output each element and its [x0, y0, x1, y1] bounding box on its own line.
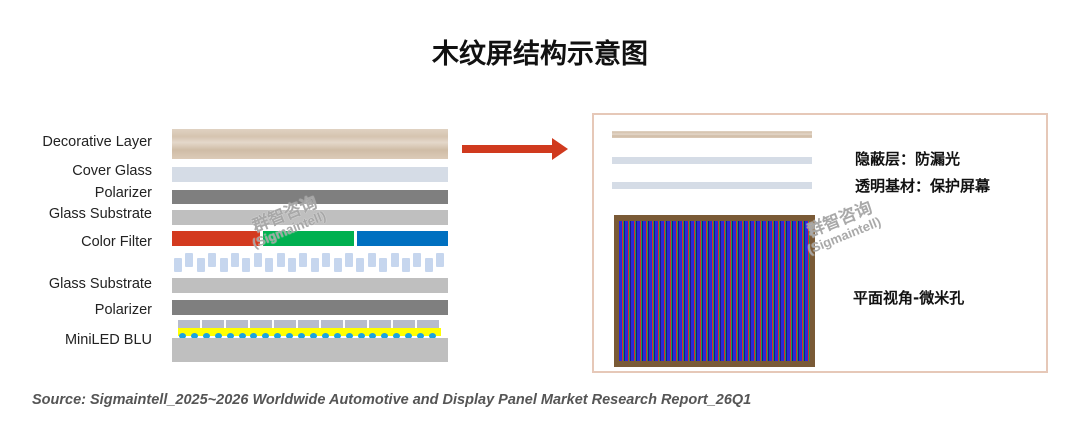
- source-note: Source: Sigmaintell_2025~2026 Worldwide …: [32, 392, 752, 408]
- microhole-plan-view-image: [614, 215, 815, 367]
- diffuser-tile: [393, 320, 418, 328]
- microhole-panel: [592, 113, 1048, 373]
- spacer: [276, 253, 285, 267]
- spacer: [356, 258, 365, 272]
- miniled-chip: [321, 333, 329, 339]
- transparent-substrate-bar-2: [612, 182, 812, 189]
- miniled-chip: [286, 333, 294, 339]
- spacer: [288, 258, 296, 272]
- miniled-chip: [179, 333, 186, 339]
- miniled-chip: [357, 333, 365, 339]
- spacer: [345, 253, 353, 267]
- label-color-filter: Color Filter: [81, 234, 152, 250]
- miniled-chip: [298, 333, 305, 339]
- spacer: [299, 253, 308, 267]
- annotation-transparent-substrate: 透明基材：保护屏幕: [855, 177, 991, 195]
- miniled-chip: [309, 333, 317, 339]
- miniled-chip: [214, 333, 222, 339]
- diffuser-tile: [369, 320, 394, 328]
- color-filter-blue: [357, 231, 448, 246]
- miniled-chip: [190, 333, 198, 339]
- label-polarizer-top: Polarizer: [94, 185, 152, 201]
- miniled-chip: [238, 333, 246, 339]
- miniled-chip: [428, 333, 436, 339]
- spacer: [390, 253, 399, 267]
- spacer: [333, 258, 342, 272]
- spacer: [402, 258, 410, 272]
- spacer: [253, 253, 262, 267]
- diffuser-tile: [201, 320, 226, 328]
- annotation-microhole: 平面视角-微米孔: [853, 289, 965, 307]
- spacer: [231, 253, 239, 267]
- transparent-substrate-bar-1: [612, 157, 812, 164]
- diffuser-tile: [417, 320, 441, 328]
- spacer: [196, 258, 205, 272]
- miniled-chip: [262, 333, 270, 339]
- miniled-chip: [381, 333, 389, 339]
- polarizer-top-bar: [172, 190, 448, 204]
- color-filter-red: [172, 231, 260, 246]
- label-glass-substrate-top: Glass Substrate: [48, 206, 152, 222]
- diffuser-tile: [273, 320, 298, 328]
- label-glass-substrate-bottom: Glass Substrate: [48, 276, 152, 292]
- miniled-chip: [274, 333, 282, 339]
- decorative-layer-bar: [172, 129, 448, 159]
- spacer: [413, 253, 422, 267]
- annotation-concealment: 隐蔽层：防漏光: [855, 150, 961, 168]
- diffuser-tile: [345, 320, 370, 328]
- miniled-chip: [202, 333, 210, 339]
- diffuser-tile: [297, 320, 322, 328]
- miniled-chip: [345, 333, 353, 339]
- diffuser-tile: [225, 320, 250, 328]
- glass-substrate-top-bar: [172, 210, 448, 225]
- miniled-chip: [333, 333, 341, 339]
- miniled-phosphor-layer: [178, 328, 441, 336]
- miniled-chip: [226, 333, 234, 339]
- miniled-backplane: [172, 338, 448, 362]
- polarizer-bottom-bar: [172, 300, 448, 315]
- arrow-right-icon: [462, 138, 568, 160]
- spacer: [310, 258, 319, 272]
- spacer: [174, 258, 182, 272]
- spacer: [379, 258, 388, 272]
- miniled-chip: [417, 333, 424, 339]
- spacer: [219, 258, 228, 272]
- label-cover-glass: Cover Glass: [72, 163, 152, 179]
- spacer: [208, 253, 217, 267]
- glass-substrate-bottom-bar: [172, 278, 448, 293]
- miniled-chip: [369, 333, 377, 339]
- label-polarizer-bottom: Polarizer: [94, 302, 152, 318]
- spacer: [424, 258, 433, 272]
- miniled-chip: [393, 333, 401, 339]
- diffuser-tile: [178, 320, 202, 328]
- spacer: [367, 253, 376, 267]
- color-filter-green: [263, 231, 354, 246]
- spacer: [436, 253, 445, 267]
- label-miniled-blu: MiniLED BLU: [64, 332, 152, 348]
- spacer: [185, 253, 194, 267]
- spacer: [242, 258, 251, 272]
- miniled-chip: [250, 333, 258, 339]
- label-decorative-layer: Decorative Layer: [42, 134, 152, 150]
- spacer: [322, 253, 331, 267]
- page-title: 木纹屏结构示意图: [432, 39, 648, 70]
- spacer: [265, 258, 274, 272]
- miniled-chip: [405, 333, 413, 339]
- concealment-layer-bar: [612, 131, 812, 138]
- liquid-crystal-spacers: [174, 253, 448, 273]
- diffuser-tile: [321, 320, 346, 328]
- miniled-diffuser-tiles: [178, 320, 441, 328]
- diffuser-tile: [249, 320, 274, 328]
- cover-glass-bar: [172, 167, 448, 182]
